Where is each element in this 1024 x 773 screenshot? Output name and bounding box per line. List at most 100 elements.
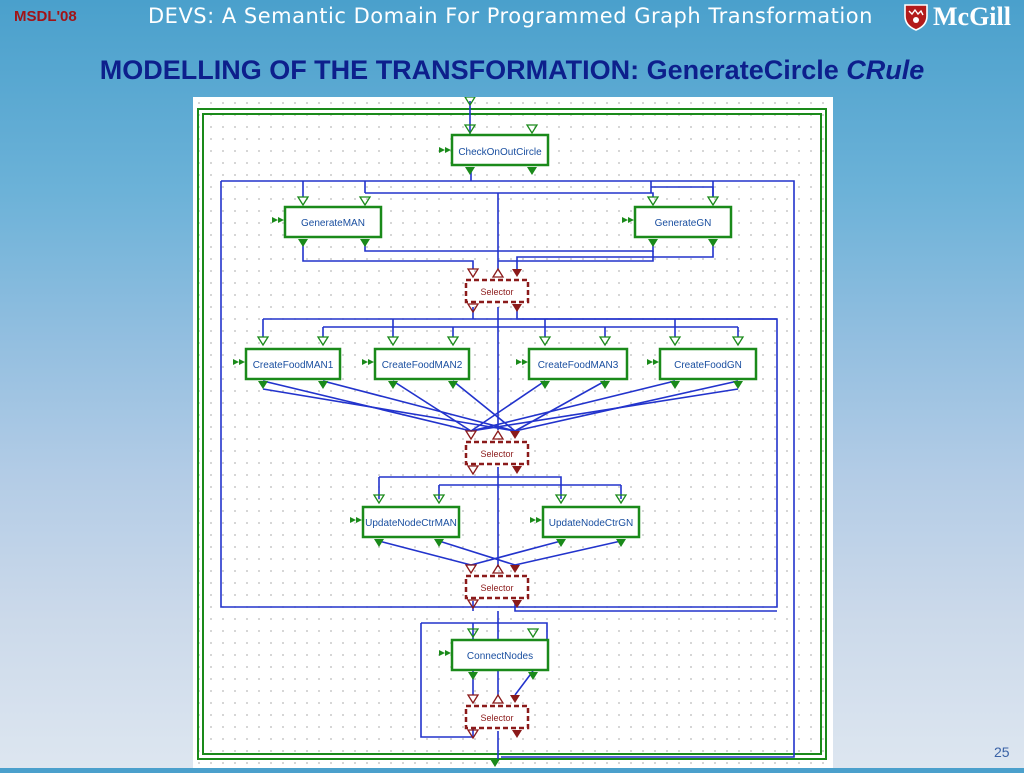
output-port-icon: [434, 539, 444, 547]
output-port-icon: [512, 466, 522, 474]
selector-label: Selector: [480, 713, 513, 723]
trigger-icon: [439, 147, 451, 153]
rule-input-port-icon: [463, 96, 477, 107]
output-port-icon: [298, 239, 308, 247]
selector-4[interactable]: Selector: [464, 693, 530, 740]
selector-label: Selector: [480, 287, 513, 297]
output-port-icon: [556, 539, 566, 547]
trigger-icon: [350, 517, 362, 523]
rule-label: GenerateGN: [655, 218, 712, 229]
output-port-icon: [512, 730, 522, 738]
rule-label: UpdateNodeCtrGN: [549, 518, 633, 529]
rule-generate-gn[interactable]: GenerateGN: [622, 196, 733, 247]
input-port-icon: [526, 628, 540, 639]
trigger-icon: [647, 359, 659, 365]
output-port-icon: [448, 381, 458, 389]
rule-label: CreateFoodMAN3: [538, 360, 619, 371]
input-port-icon: [446, 336, 460, 347]
rule-label: UpdateNodeCtrMAN: [365, 518, 457, 529]
success-port-icon: [510, 695, 520, 703]
output-port-icon: [648, 239, 658, 247]
output-port-icon: [733, 381, 743, 389]
input-port-icon: [525, 124, 539, 135]
rule-create-food-man2[interactable]: CreateFoodMAN2: [362, 336, 471, 389]
rule-label: CreateFoodMAN2: [382, 360, 463, 371]
rule-create-food-gn[interactable]: CreateFoodGN: [647, 336, 758, 389]
output-port-icon: [528, 672, 538, 680]
input-port-icon: [386, 336, 400, 347]
rule-create-food-man3[interactable]: CreateFoodMAN3: [516, 336, 629, 389]
input-port-icon: [538, 336, 552, 347]
output-port-icon: [466, 729, 480, 740]
input-port-icon: [316, 336, 330, 347]
trigger-icon: [516, 359, 528, 365]
trigger-icon: [233, 359, 245, 365]
cancel-port-icon: [491, 563, 505, 574]
transformation-diagram: CheckOnOutCircle GenerateMAN GenerateGN: [193, 96, 833, 768]
input-port-icon: [256, 336, 270, 347]
rule-check-on-out-circle[interactable]: CheckOnOutCircle: [439, 124, 550, 175]
mcgill-logo: McGill: [903, 0, 1024, 34]
output-port-icon: [527, 167, 537, 175]
output-port-icon: [258, 381, 268, 389]
rule-label: CheckOnOutCircle: [458, 147, 542, 158]
cancel-port-icon: [491, 429, 505, 440]
output-port-icon: [318, 381, 328, 389]
trigger-icon: [439, 650, 451, 656]
rule-create-food-man1[interactable]: CreateFoodMAN1: [233, 336, 342, 389]
diagram-canvas: CheckOnOutCircle GenerateMAN GenerateGN: [197, 96, 827, 767]
input-port-icon: [464, 430, 478, 441]
logo-text: McGill: [933, 2, 1011, 31]
output-port-icon: [465, 167, 475, 175]
rule-output-port-icon: [490, 759, 500, 767]
rule-connect-nodes[interactable]: ConnectNodes: [439, 628, 550, 680]
success-port-icon: [510, 565, 520, 573]
output-port-icon: [374, 539, 384, 547]
input-port-icon: [358, 196, 372, 207]
success-port-icon: [512, 269, 522, 277]
page-number: 25: [994, 744, 1010, 760]
inner-frame: [202, 113, 822, 755]
selector-2[interactable]: Selector: [464, 429, 530, 476]
deck-title: DEVS: A Semantic Domain For Programmed G…: [148, 4, 873, 28]
input-port-icon: [706, 196, 720, 207]
input-port-icon: [466, 268, 480, 279]
input-port-icon: [668, 336, 682, 347]
conference-label: MSDL'08: [14, 8, 77, 25]
trigger-icon: [362, 359, 374, 365]
input-port-icon: [554, 494, 568, 505]
output-port-icon: [708, 239, 718, 247]
wires: [220, 101, 795, 761]
rule-update-node-ctr-man[interactable]: UpdateNodeCtrMAN: [350, 494, 461, 547]
input-port-icon: [598, 336, 612, 347]
shield-icon: [904, 4, 928, 31]
output-port-icon: [512, 304, 522, 312]
slide-title-main: MODELLING OF THE TRANSFORMATION: Generat…: [99, 55, 847, 85]
input-port-icon: [432, 494, 446, 505]
rule-label: CreateFoodGN: [674, 360, 742, 371]
success-port-icon: [510, 431, 520, 439]
rule-update-node-ctr-gn[interactable]: UpdateNodeCtrGN: [530, 494, 641, 547]
output-port-icon: [466, 303, 480, 314]
output-port-icon: [540, 381, 550, 389]
rule-generate-man[interactable]: GenerateMAN: [272, 196, 383, 247]
output-port-icon: [468, 672, 478, 680]
selector-3[interactable]: Selector: [464, 563, 530, 610]
rule-label: CreateFoodMAN1: [253, 360, 334, 371]
rule-label: GenerateMAN: [301, 218, 365, 229]
output-port-icon: [360, 239, 370, 247]
input-port-icon: [466, 694, 480, 705]
selector-label: Selector: [480, 583, 513, 593]
output-port-icon: [466, 599, 480, 610]
trigger-icon: [530, 517, 542, 523]
cancel-port-icon: [491, 267, 505, 278]
cancel-port-icon: [491, 693, 505, 704]
output-port-icon: [388, 381, 398, 389]
input-port-icon: [466, 628, 480, 639]
trigger-icon: [272, 217, 284, 223]
output-port-icon: [512, 600, 522, 608]
selector-1[interactable]: Selector: [464, 267, 530, 314]
trigger-icon: [622, 217, 634, 223]
output-port-icon: [600, 381, 610, 389]
header-bar: MSDL'08 DEVS: A Semantic Domain For Prog…: [0, 0, 1024, 34]
